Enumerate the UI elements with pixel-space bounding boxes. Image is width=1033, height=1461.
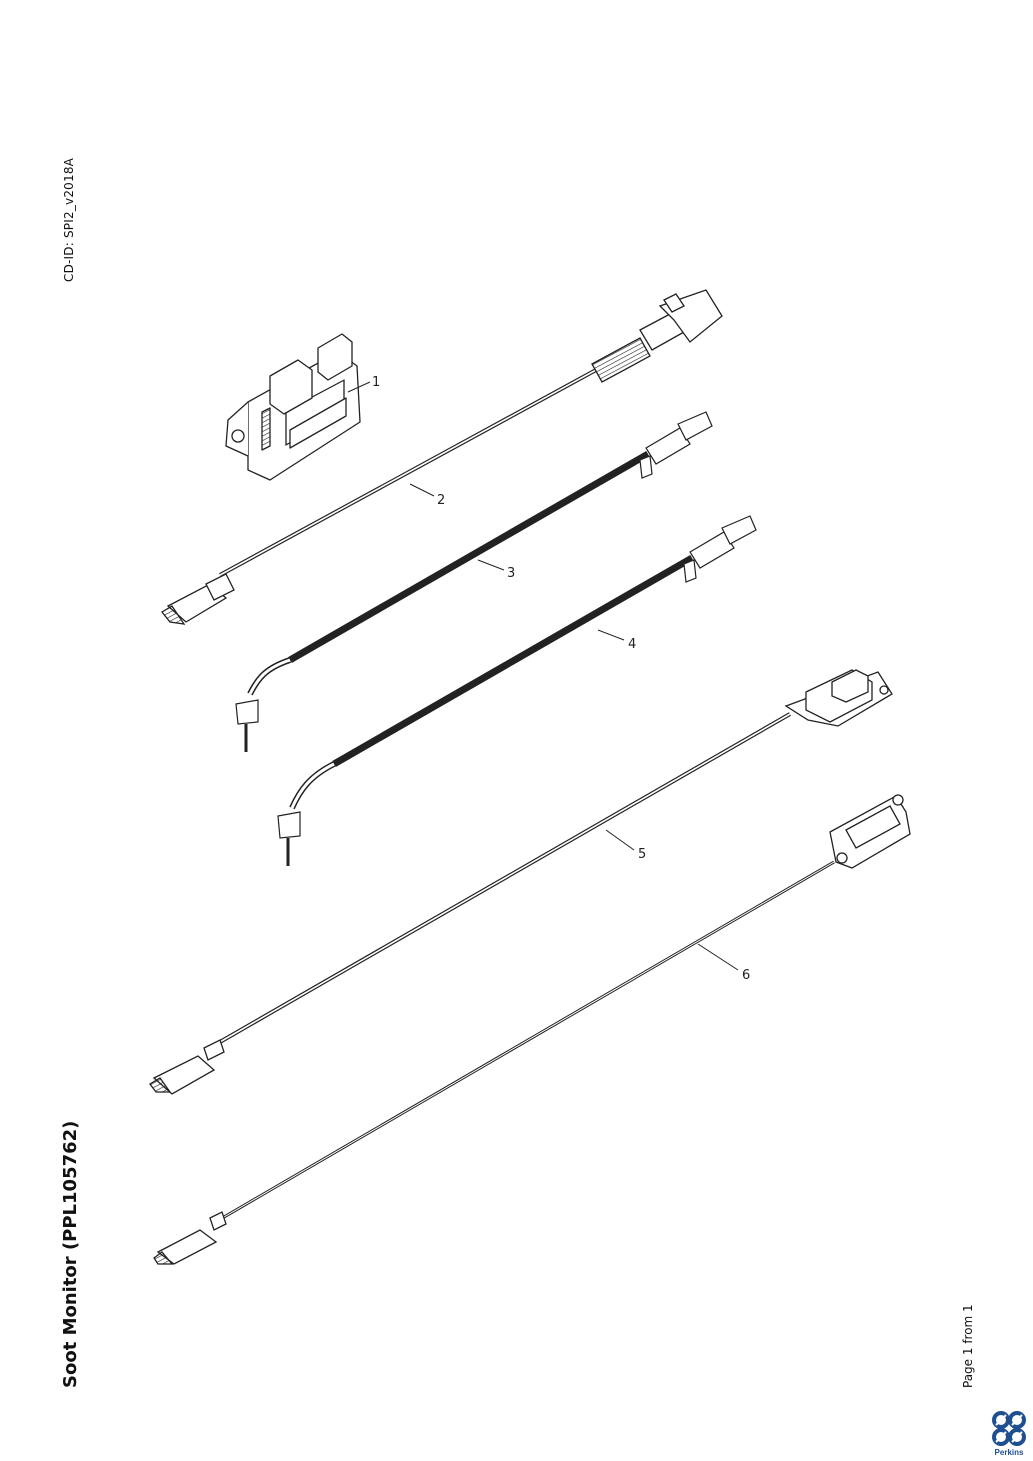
part-5-nox-sensor (149, 669, 893, 1095)
part-6-nox-sensor (153, 794, 911, 1265)
brand-name: Perkins (994, 1448, 1024, 1457)
callout-6: 6 (742, 968, 750, 983)
callout-2: 2 (437, 493, 445, 508)
leader-lines (347, 381, 739, 971)
part-1-control-module (225, 333, 361, 481)
perkins-logo-icon: Perkins (986, 1410, 1032, 1460)
callout-1: 1 (372, 375, 380, 390)
part-4-temp-sensor (277, 515, 757, 866)
callout-5: 5 (638, 847, 646, 862)
part-3-temp-sensor (235, 411, 713, 752)
callout-3: 3 (507, 566, 515, 581)
callout-4: 4 (628, 637, 636, 652)
part-2-sensor-harness (161, 289, 723, 625)
